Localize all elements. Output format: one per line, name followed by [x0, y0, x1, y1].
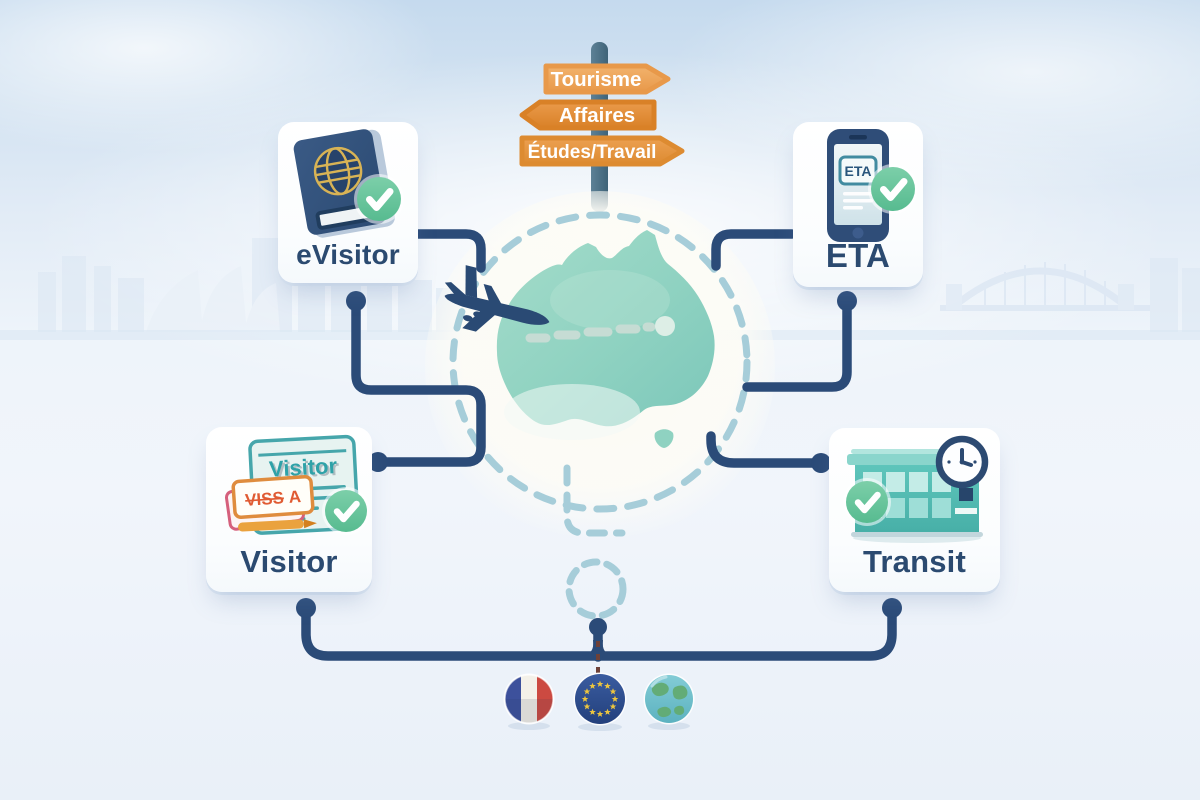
check-icon: [354, 174, 404, 224]
connector-right-lower: [706, 431, 823, 468]
pen-icon: [238, 519, 317, 532]
check-icon: [843, 478, 891, 526]
evisitor-card[interactable]: eVisitor: [278, 122, 418, 283]
question-mark-dot: [565, 558, 627, 620]
eu-stars: [581, 680, 619, 717]
sign-arrow-tourisme: [543, 63, 671, 95]
connectors: [301, 229, 897, 662]
sign-label-etudes-travail: Études/Travail: [528, 141, 657, 163]
map-halo: [425, 191, 775, 541]
evisitor-label: eVisitor: [296, 239, 400, 270]
european-union-flag: [573, 672, 627, 726]
flight-destination-dot: [655, 316, 675, 336]
question-mark-dashed: [449, 211, 751, 620]
check-icon: [322, 487, 370, 535]
sign-arrow-affaires: [519, 99, 657, 131]
visitor-label: Visitor: [240, 544, 338, 579]
tasmania: [654, 429, 674, 448]
flag-row: [503, 672, 695, 731]
signpost-pole: [591, 42, 608, 212]
eta-label: ETA: [825, 237, 891, 274]
transit-label: Transit: [862, 544, 967, 579]
world-globe: [643, 673, 695, 725]
transit-card[interactable]: Transit: [829, 428, 1000, 592]
sign-arrow-etudes-travail: [519, 135, 685, 167]
check-icon: [868, 164, 918, 214]
globe-emblem: [313, 146, 363, 196]
flight-path: [525, 322, 656, 343]
connector-eta-top: [711, 229, 797, 271]
passport-icon: [293, 129, 404, 238]
france-flag: [503, 673, 555, 725]
airport-terminal-icon: [843, 435, 989, 543]
australia-map: [496, 230, 715, 448]
clock-icon: [935, 435, 989, 489]
sign-label-affaires: Affaires: [559, 104, 635, 127]
eta-badge-text: ETA: [845, 163, 872, 179]
signpost: Tourisme Affaires Études/Travail: [519, 42, 685, 212]
background-skyline: [0, 238, 1200, 340]
airplane-icon: [444, 265, 550, 332]
connector-bottom: [301, 604, 897, 661]
eta-card[interactable]: ETA ETA: [793, 122, 923, 287]
connector-evisitor-top: [413, 229, 486, 273]
connector-dots: [296, 291, 902, 656]
connector-right-upper: [742, 297, 852, 392]
connector-left-s: [351, 297, 486, 467]
opera-house-silhouette: [146, 266, 280, 332]
sign-label-tourisme: Tourisme: [551, 68, 642, 91]
harbour-bridge-silhouette: [940, 262, 1152, 311]
eta-screen-badge: ETA: [838, 155, 878, 186]
smartphone-icon: ETA: [827, 129, 918, 242]
